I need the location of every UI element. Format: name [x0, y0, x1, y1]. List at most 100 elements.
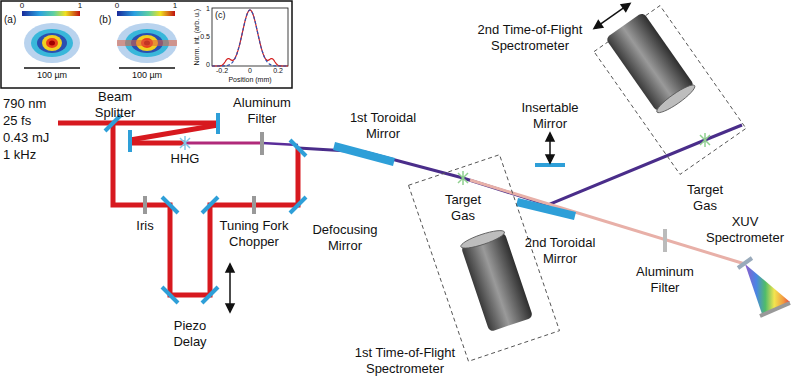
drawing-polyline — [130, 141, 185, 146]
drawing-polygon — [516, 198, 576, 220]
drawing-ellipse — [24, 23, 80, 63]
part-label: Target Gas — [683, 182, 728, 213]
drawing-line — [462, 171, 464, 185]
part-label: 0 — [206, 61, 210, 69]
part-label: Target Gas — [441, 192, 486, 223]
drawing-g — [605, 12, 697, 116]
drawing-polyline — [113, 123, 298, 295]
drawing-line — [663, 229, 667, 252]
drawing-rect — [212, 8, 288, 66]
drawing-line — [290, 140, 306, 156]
drawing-rect — [117, 11, 175, 16]
drawing-line — [252, 196, 256, 214]
part-label: 25 fs — [3, 113, 31, 129]
drawing-rect — [117, 40, 177, 46]
drawing-g — [592, 0, 633, 32]
part-label: (a) — [4, 14, 16, 26]
part-label: Aluminum Filter — [230, 95, 294, 126]
drawing-ellipse — [459, 227, 506, 251]
part-label: 0 — [248, 67, 252, 75]
drawing-line — [143, 196, 147, 214]
part-label: (b) — [99, 14, 111, 26]
part-label: 100 µm — [37, 70, 67, 81]
drawing-rect — [1, 1, 292, 88]
part-label: Piezo Delay — [169, 318, 211, 349]
drawing-g — [180, 136, 190, 150]
part-label: Iris — [136, 218, 153, 234]
drawing-line — [260, 132, 264, 155]
part-label: (c) — [215, 10, 226, 21]
drawing-line — [184, 136, 186, 150]
drawing-polyline — [130, 125, 218, 140]
drawing-line — [597, 6, 626, 27]
drawing-line — [470, 180, 745, 264]
part-label: Beam Splitter — [90, 89, 140, 120]
drawing-ellipse — [49, 41, 55, 46]
drawing-polygon — [592, 21, 603, 32]
part-label: 1 — [173, 1, 177, 11]
drawing-g — [58, 123, 298, 295]
drawing-line — [24, 67, 80, 69]
part-label: 0 — [20, 1, 24, 11]
part-label: 1st Toroidal Mirror — [343, 110, 423, 141]
drawing-ellipse — [46, 38, 58, 48]
drawing-path — [212, 10, 288, 66]
drawing-ellipse — [117, 23, 177, 63]
drawing-polygon — [226, 304, 234, 312]
part-label: Norm. int. (arb. u.) — [193, 9, 201, 66]
drawing-line — [229, 268, 231, 308]
drawing-polyline — [185, 142, 262, 145]
part-label: 1st Time-of-Flight Spectrometer — [345, 345, 465, 376]
drawing-polygon — [594, 6, 746, 175]
drawing-line — [162, 287, 178, 303]
part-label: 1 — [206, 5, 210, 13]
part-label: Insertable Mirror — [514, 100, 586, 131]
drawing-line — [704, 133, 706, 147]
drawing-rect — [22, 11, 80, 16]
drawing-polygon — [409, 155, 560, 362]
part-label: 2nd Toroidal Mirror — [518, 235, 602, 266]
drawing-polyline — [58, 121, 218, 126]
drawing-line — [738, 258, 752, 268]
drawing-line — [162, 197, 178, 213]
part-label: Defocusing Mirror — [309, 222, 381, 253]
drawing-ellipse — [37, 33, 67, 53]
drawing-polygon — [226, 264, 234, 272]
drawing-line — [216, 113, 220, 134]
drawing-line — [760, 303, 790, 316]
part-label: XUV Spectrometer — [700, 214, 790, 245]
drawing-g — [117, 23, 177, 63]
drawing-ellipse — [31, 29, 73, 57]
drawing-polyline — [298, 125, 742, 205]
drawing-polygon — [546, 133, 554, 141]
drawing-ellipse — [654, 82, 697, 117]
part-label: 0.5 — [200, 33, 210, 41]
part-label: 2nd Time-of-Flight Spectrometer — [470, 22, 590, 53]
drawing-ellipse — [42, 35, 62, 51]
drawing-line — [128, 130, 132, 152]
drawing-path — [212, 10, 288, 66]
drawing-g — [459, 227, 533, 332]
part-label: 0.43 mJ — [3, 130, 49, 146]
part-label: Position (mm) — [228, 76, 271, 84]
drawing-polygon — [621, 0, 632, 11]
part-label: 1 — [78, 1, 82, 11]
part-label: Tuning Fork Chopper — [218, 218, 290, 249]
part-label: HHG — [171, 151, 200, 167]
part-label: 0.2 — [273, 67, 283, 75]
part-label: -0.2 — [216, 67, 228, 75]
drawing-polygon — [546, 155, 554, 163]
drawing-line — [290, 197, 306, 213]
part-label: 1 kHz — [3, 147, 36, 163]
part-label: 790 nm — [3, 96, 46, 112]
part-label: Aluminum Filter — [633, 264, 697, 295]
part-label: 0 — [115, 1, 119, 11]
drawing-line — [202, 287, 218, 303]
drawing-polygon — [333, 142, 395, 166]
part-label: 100 µm — [132, 70, 162, 81]
drawing-g — [458, 133, 710, 185]
drawing-line — [202, 197, 218, 213]
drawing-g — [24, 23, 80, 63]
